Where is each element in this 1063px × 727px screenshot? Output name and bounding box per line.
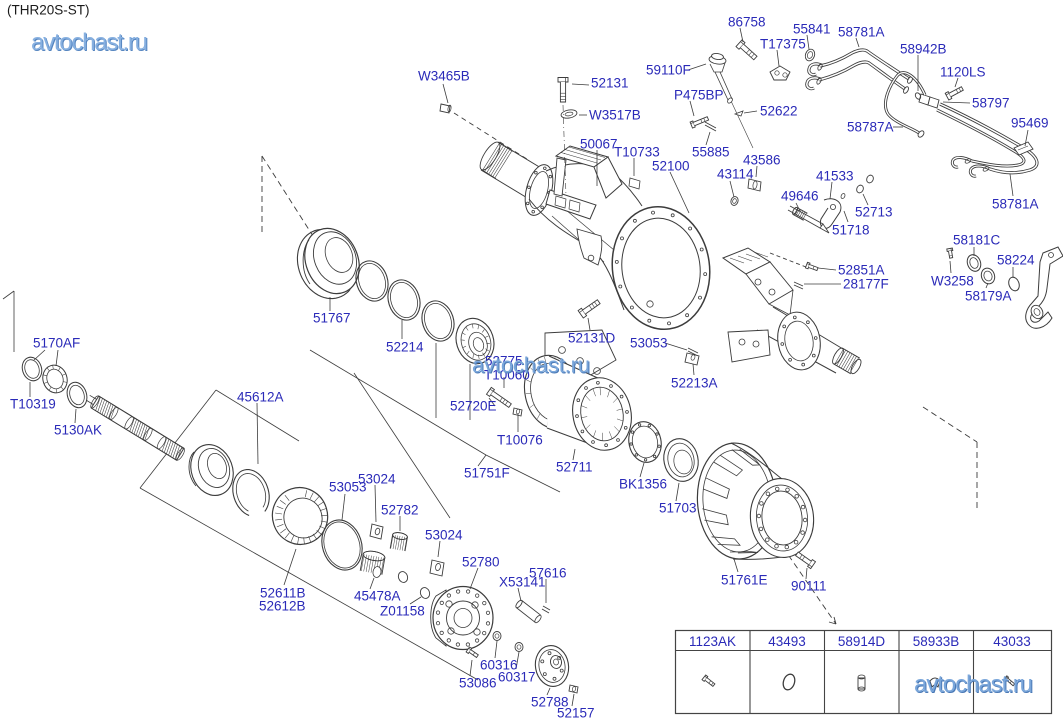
svg-text:W3258: W3258 (931, 274, 974, 289)
svg-text:avtochast.ru: avtochast.ru (31, 29, 148, 56)
svg-text:28177F: 28177F (843, 277, 889, 292)
svg-text:52782: 52782 (381, 503, 419, 518)
svg-text:T10319: T10319 (10, 397, 56, 412)
svg-text:58224: 58224 (997, 253, 1035, 268)
svg-text:52711: 52711 (556, 460, 593, 475)
svg-text:43114: 43114 (717, 167, 754, 182)
svg-text:86758: 86758 (728, 15, 766, 30)
svg-text:52612B: 52612B (259, 599, 306, 614)
svg-text:51751F: 51751F (464, 466, 510, 481)
svg-text:58179A: 58179A (965, 289, 1012, 304)
svg-text:avtochast.ru: avtochast.ru (473, 354, 591, 379)
svg-text:P475BP: P475BP (674, 88, 724, 103)
svg-text:57616: 57616 (529, 566, 567, 581)
svg-text:52100: 52100 (652, 159, 690, 174)
svg-text:5130AK: 5130AK (54, 423, 102, 438)
svg-text:T10733: T10733 (614, 145, 660, 160)
svg-text:60316: 60316 (480, 658, 518, 673)
svg-text:52131: 52131 (591, 76, 629, 91)
svg-text:T17375: T17375 (760, 37, 806, 52)
svg-text:58797: 58797 (972, 96, 1010, 111)
svg-text:52851A: 52851A (838, 263, 885, 278)
svg-text:58181C: 58181C (953, 233, 1001, 248)
svg-text:52788: 52788 (531, 695, 569, 710)
svg-text:58933B: 58933B (913, 634, 960, 649)
svg-text:49646: 49646 (781, 189, 819, 204)
svg-text:95469: 95469 (1011, 116, 1049, 131)
svg-text:52131D: 52131D (568, 331, 616, 346)
svg-text:55841: 55841 (793, 22, 831, 37)
svg-text:58914D: 58914D (838, 634, 886, 649)
svg-text:53053: 53053 (630, 336, 668, 351)
svg-text:avtochast.ru: avtochast.ru (915, 672, 1034, 699)
svg-text:53053: 53053 (329, 480, 367, 495)
svg-text:43493: 43493 (768, 634, 806, 649)
svg-text:45612A: 45612A (237, 390, 284, 405)
svg-text:52214: 52214 (386, 340, 424, 355)
svg-text:51761E: 51761E (721, 573, 768, 588)
svg-text:avtochast.ru: avtochast.ru (32, 30, 149, 57)
svg-text:59110F: 59110F (646, 63, 691, 78)
svg-text:X53141: X53141 (499, 575, 546, 590)
svg-text:53024: 53024 (425, 528, 463, 543)
svg-text:52720E: 52720E (450, 399, 497, 414)
svg-text:58781A: 58781A (838, 25, 885, 40)
svg-text:Z01158: Z01158 (380, 604, 425, 619)
svg-text:60317: 60317 (498, 670, 536, 685)
svg-text:5170AF: 5170AF (33, 336, 80, 351)
svg-text:1120LS: 1120LS (940, 65, 986, 80)
svg-text:52713: 52713 (855, 205, 893, 220)
svg-text:51703: 51703 (659, 501, 697, 516)
svg-text:43033: 43033 (993, 634, 1031, 649)
svg-text:51718: 51718 (832, 223, 870, 238)
svg-text:52611B: 52611B (260, 586, 306, 601)
svg-text:45478A: 45478A (354, 589, 401, 604)
svg-text:90111: 90111 (791, 579, 827, 594)
svg-text:avtochast.ru: avtochast.ru (914, 671, 1033, 698)
svg-text:W3517B: W3517B (589, 108, 641, 123)
svg-text:58781A: 58781A (992, 197, 1039, 212)
svg-text:53086: 53086 (459, 676, 497, 691)
svg-text:52157: 52157 (557, 706, 595, 721)
svg-text:52780: 52780 (462, 555, 500, 570)
svg-text:BK1356: BK1356 (619, 477, 667, 492)
svg-text:52775: 52775 (485, 354, 523, 369)
svg-text:50067: 50067 (580, 137, 618, 152)
svg-text:W3465B: W3465B (418, 69, 470, 84)
svg-text:55885: 55885 (692, 145, 730, 160)
svg-text:58787A: 58787A (847, 120, 894, 135)
svg-text:41533: 41533 (816, 169, 854, 184)
svg-text:51767: 51767 (313, 311, 351, 326)
svg-text:52622: 52622 (760, 104, 798, 119)
svg-text:43586: 43586 (743, 153, 781, 168)
svg-text:avtochast.ru: avtochast.ru (472, 353, 590, 378)
svg-text:58942B: 58942B (900, 42, 947, 57)
svg-text:1123AK: 1123AK (689, 634, 736, 649)
svg-text:(THR20S-ST): (THR20S-ST) (7, 3, 90, 18)
svg-text:53024: 53024 (358, 472, 396, 487)
svg-text:52213A: 52213A (671, 376, 718, 391)
svg-text:T10076: T10076 (497, 433, 543, 448)
svg-text:T10060: T10060 (484, 368, 530, 383)
